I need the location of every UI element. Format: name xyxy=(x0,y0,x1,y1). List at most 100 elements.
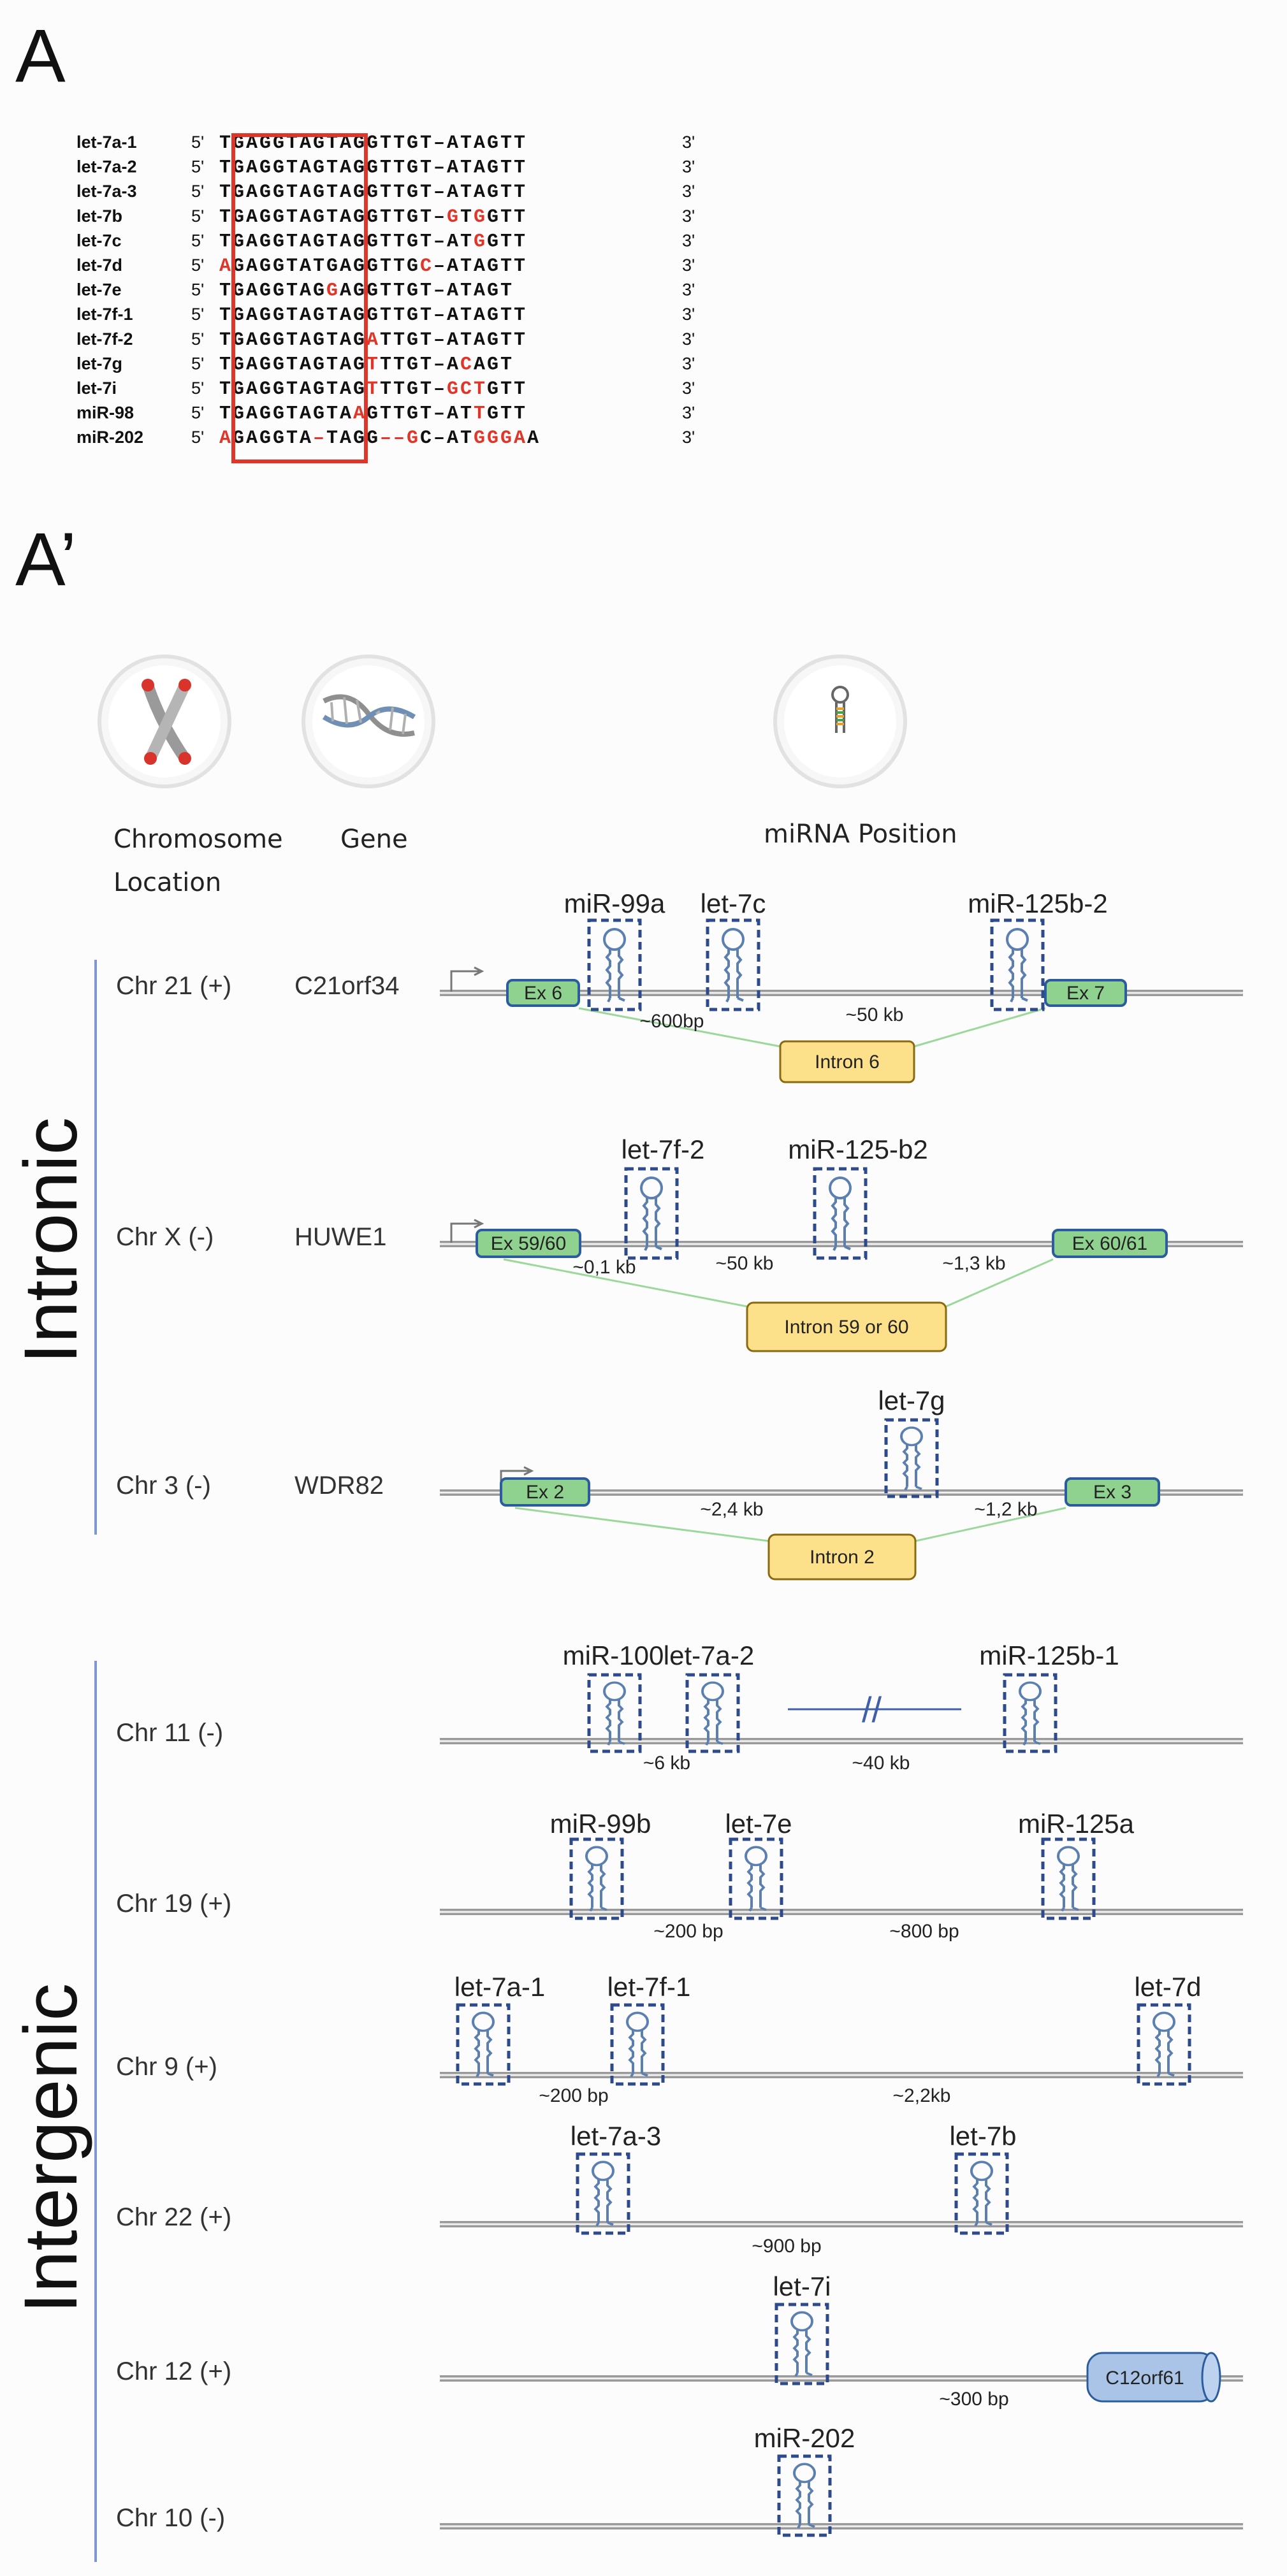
sequence: TGAGGTAGTAGGTTGT–ATAGTT xyxy=(219,182,525,203)
sequence-name: let-7f-1 xyxy=(76,305,133,324)
three-prime-label: 3' xyxy=(682,403,695,423)
distance-label: ~200 bp xyxy=(653,1921,723,1942)
gene-cylinder xyxy=(1086,2352,1221,2403)
intron-label: Intron 2 xyxy=(810,1547,875,1568)
row-chr10: Chr 10 (-) miR-202 xyxy=(116,2423,1243,2537)
mirna-hairpin-box xyxy=(813,1167,868,1260)
distance-label: ~300 bp xyxy=(939,2389,1008,2410)
three-prime-label: 3' xyxy=(682,379,695,398)
header-mirna-position: miRNA Position xyxy=(764,820,957,849)
sequence-name: let-7d xyxy=(76,256,122,275)
sequence: TGAGGTAGTAGGTTGT–ATAGTT xyxy=(219,133,525,154)
distance-label: ~200 bp xyxy=(539,2085,608,2106)
chr-label: Chr 12 (+) xyxy=(116,2357,231,2385)
mirna-label: miR-125-b2 xyxy=(788,1134,927,1164)
mirna-hairpin-box xyxy=(624,1167,679,1260)
tss-arrow-icon xyxy=(450,970,479,992)
mirna-hairpin-box xyxy=(610,2003,665,2086)
five-prime-label: 5' xyxy=(191,329,204,349)
sequence: TGAGGTAGTAGTTTGT–GCTGTT xyxy=(219,379,525,400)
five-prime-label: 5' xyxy=(191,428,204,447)
sequence-name: let-7a-1 xyxy=(76,133,137,152)
intron-label: Intron 59 or 60 xyxy=(784,1317,908,1338)
five-prime-label: 5' xyxy=(191,280,204,300)
mirna-hairpin-box xyxy=(777,2454,832,2537)
mirna-label: miR-125b-2 xyxy=(968,888,1107,918)
five-prime-label: 5' xyxy=(191,157,204,177)
mirna-label: miR-100 xyxy=(563,1640,664,1670)
mirna-hairpin-box xyxy=(576,2152,630,2235)
header-gene: Gene xyxy=(340,825,408,854)
mirna-label: let-7a-3 xyxy=(571,2121,661,2151)
mirna-hairpin-box xyxy=(569,1837,624,1920)
chr-label: Chr 10 (-) xyxy=(116,2504,225,2532)
five-prime-label: 5' xyxy=(191,354,204,373)
distance-label: ~2,4 kb xyxy=(700,1499,763,1520)
exon-box xyxy=(1052,1229,1168,1258)
header-chromosome-line1: Chromosome xyxy=(113,825,283,854)
five-prime-label: 5' xyxy=(191,231,204,250)
row-chrx: Chr X (-) HUWE1 Ex 59/60 Ex 60/61 Intron… xyxy=(116,1134,1243,1352)
chr-label: Chr 9 (+) xyxy=(116,2053,217,2081)
three-prime-label: 3' xyxy=(682,280,695,300)
sequence: TGAGGTAGTAGGTTGT–GTGGTT xyxy=(219,206,525,228)
mirna-hairpin-box xyxy=(1003,1673,1058,1753)
three-prime-label: 3' xyxy=(682,206,695,226)
sequence: AGAGGTATGAGGTTGC–ATAGTT xyxy=(219,256,525,277)
mirna-label: miR-99b xyxy=(550,1809,651,1839)
exon-label: Ex 60/61 xyxy=(1072,1233,1147,1254)
mirna-label: let-7a-1 xyxy=(454,1972,545,2002)
panel-a-letter: A xyxy=(15,14,66,98)
mirna-label: let-7c xyxy=(701,888,766,918)
row-chr22: Chr 22 (+) let-7a-3 let-7b ~900 bp xyxy=(116,2121,1243,2257)
mirna-label: let-7i xyxy=(773,2271,831,2301)
three-prime-label: 3' xyxy=(682,354,695,373)
five-prime-label: 5' xyxy=(191,182,204,201)
sequence: TGAGGTAGGAGGTTGT–ATAGT xyxy=(219,280,512,302)
three-prime-label: 3' xyxy=(682,256,695,275)
sequence: TGAGGTAGTAAGTTGT–ATTGTT xyxy=(219,403,525,425)
five-prime-label: 5' xyxy=(191,256,204,275)
distance-label: ~800 bp xyxy=(889,1921,959,1942)
exon-box xyxy=(476,1229,581,1258)
sequence-name: let-7c xyxy=(76,231,122,250)
sequence-name: let-7a-3 xyxy=(76,182,137,201)
chr-label: Chr X (-) xyxy=(116,1223,214,1251)
five-prime-label: 5' xyxy=(191,403,204,423)
sequence: TGAGGTAGTAGATTGT–ATAGTT xyxy=(219,329,525,351)
exon-box xyxy=(1044,979,1127,1007)
mirna-label: let-7f-1 xyxy=(607,1972,691,2002)
header-chromosome-line2: Location xyxy=(113,868,221,897)
mirna-label: miR-125a xyxy=(1018,1809,1135,1839)
mirna-label: let-7e xyxy=(725,1809,792,1839)
mirna-label: miR-99a xyxy=(564,888,665,918)
distance-label: ~1,3 kb xyxy=(942,1253,1005,1274)
five-prime-label: 5' xyxy=(191,379,204,398)
break-mark: // xyxy=(862,1690,882,1730)
exon-box xyxy=(500,1477,590,1507)
sequence-name: let-7i xyxy=(76,379,117,398)
distance-label: ~600bp xyxy=(640,1011,704,1032)
chromosome-icon xyxy=(98,655,231,788)
sequence: TGAGGTAGTAGGTTGT–ATAGTT xyxy=(219,305,525,326)
row-chr11: Chr 11 (-) // miR-100 let-7a-2 miR-125b-… xyxy=(116,1640,1243,1774)
distance-label: ~40 kb xyxy=(852,1753,910,1774)
five-prime-label: 5' xyxy=(191,133,204,152)
distance-label: ~50 kb xyxy=(846,1004,904,1025)
mirna-hairpin-box xyxy=(706,918,760,1011)
intron-box xyxy=(779,1040,915,1083)
mirna-label: miR-125b-1 xyxy=(979,1640,1119,1670)
distance-label: ~900 bp xyxy=(752,2236,821,2257)
seed-region-box xyxy=(231,133,368,463)
chr-label: Chr 22 (+) xyxy=(116,2203,231,2231)
sequence: TGAGGTAGTAGGTTGT–ATAGTT xyxy=(219,157,525,179)
mirna-hairpin-box xyxy=(1137,2003,1191,2086)
